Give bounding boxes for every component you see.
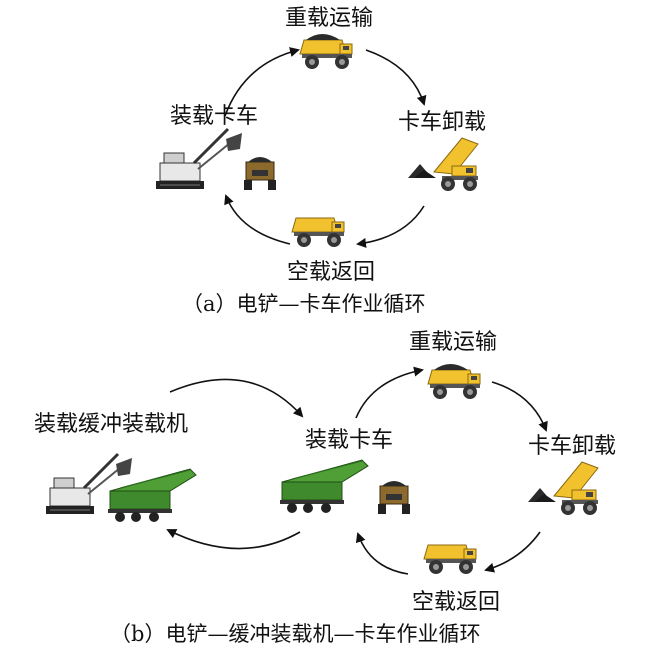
arrow-loading-to-buffer xyxy=(166,529,301,550)
label-empty-return-a: 空载返回 xyxy=(287,260,376,285)
label-loading-truck-a: 装载卡车 xyxy=(170,104,259,129)
loading-truck-icon xyxy=(243,156,277,191)
label-heavy-transport-a: 重载运输 xyxy=(285,6,374,31)
arrow-return-to-loading xyxy=(224,194,291,245)
label-truck-unloading-a: 卡车卸载 xyxy=(398,110,487,135)
arrow-buffer-to-loading xyxy=(169,378,304,418)
buffer-loader-icon xyxy=(107,468,197,523)
arrow-transport-to-unloading xyxy=(491,381,548,432)
arrow-unloading-to-return xyxy=(484,531,541,573)
empty-truck-icon xyxy=(423,544,477,575)
arrow-loading-to-transport xyxy=(355,366,424,419)
panel-a xyxy=(154,33,479,248)
label-heavy-transport-b: 重载运输 xyxy=(409,330,498,355)
caption-a: （a）电铲—卡车作业循环 xyxy=(182,292,426,316)
loaded-truck-icon xyxy=(299,33,353,70)
dumping-truck-icon xyxy=(527,461,599,516)
arrow-transport-to-unloading xyxy=(365,49,427,106)
label-buffer-loader-b: 装载缓冲装载机 xyxy=(34,412,189,437)
label-truck-unloading-b: 卡车卸载 xyxy=(528,434,617,459)
buffer-loader-at-truck-icon xyxy=(279,459,369,514)
electric-shovel-icon xyxy=(154,127,244,191)
caption-b: （b）电铲—缓冲装载机—卡车作业循环 xyxy=(110,622,481,646)
arrow-unloading-to-return xyxy=(356,205,425,248)
dumping-truck-icon xyxy=(407,137,479,192)
empty-truck-icon xyxy=(291,217,345,248)
loading-truck-icon xyxy=(377,480,411,515)
label-empty-return-b: 空载返回 xyxy=(412,590,501,615)
arrow-loading-to-transport xyxy=(224,47,300,117)
panel-b xyxy=(44,363,599,575)
label-loading-truck-b: 装载卡车 xyxy=(305,428,394,453)
loaded-truck-icon xyxy=(427,363,481,400)
arrow-return-to-loading xyxy=(355,532,409,575)
